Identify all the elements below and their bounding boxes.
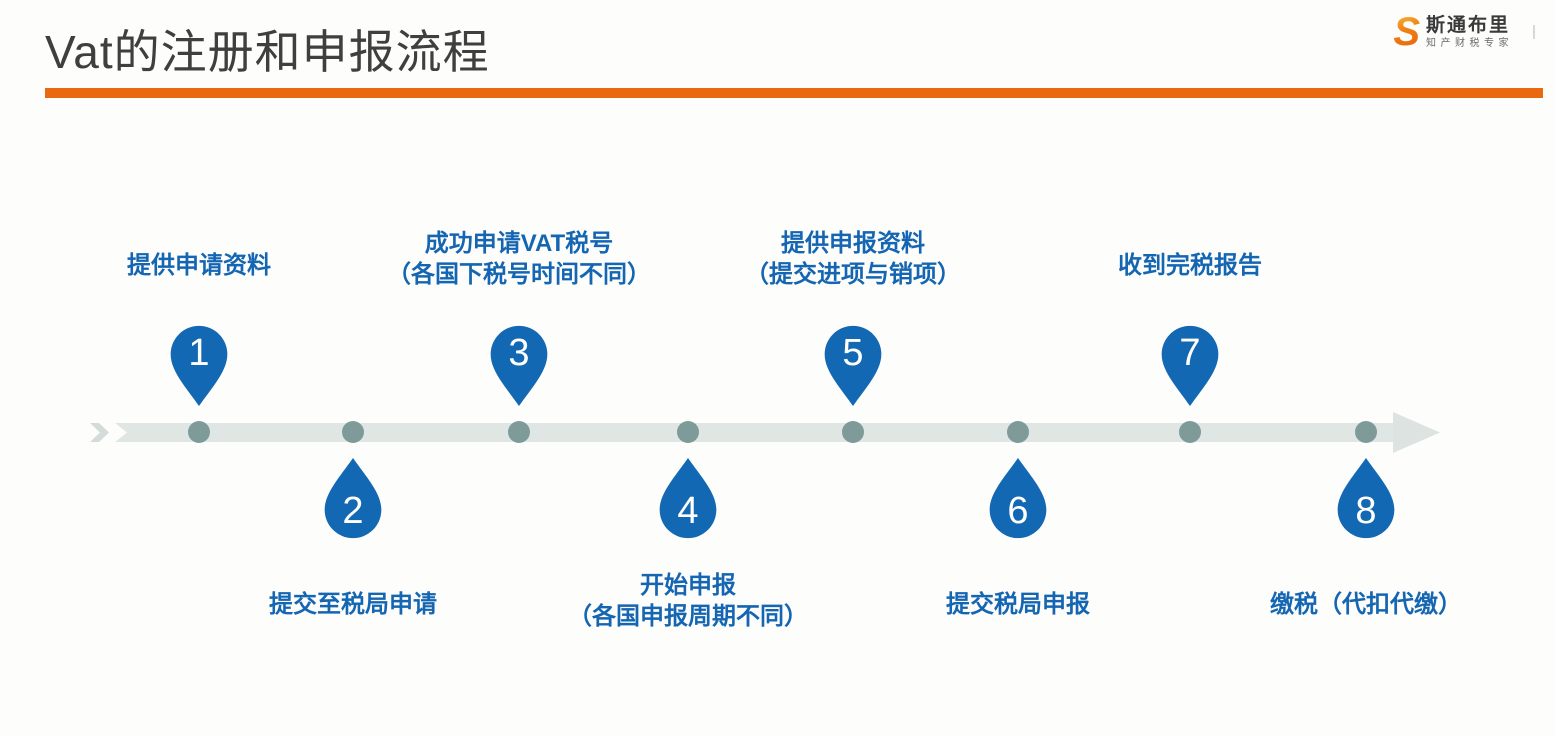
map-pin-up-icon [989,457,1047,539]
map-pin-down-icon [170,325,228,407]
map-pin-down-icon [490,325,548,407]
page-title: Vat的注册和申报流程 [45,26,490,78]
step-label-4: 开始申报 （各国申报周期不同） [568,572,808,630]
timeline-dot-5 [842,421,864,443]
pin-step-8: 8 [1334,456,1398,542]
step-label-7: 收到完税报告 [1118,252,1262,279]
pin-step-3: 3 [487,322,551,408]
map-pin-up-icon [324,457,382,539]
timeline-dot-7 [1179,421,1201,443]
logo-brand-name: 斯通布里 [1426,14,1511,36]
step-label-1: 提供申请资料 [127,252,271,279]
pin-step-7: 7 [1158,322,1222,408]
logo-tagline: 知产财税专家 [1426,37,1513,49]
pin-number: 1 [188,332,210,374]
pin-step-5: 5 [821,322,885,408]
step-label-8: 缴税（代扣代缴） [1270,591,1462,618]
timeline-dot-6 [1007,421,1029,443]
timeline-arrow [90,412,1440,453]
pin-number: 4 [677,490,699,532]
pin-step-4: 4 [656,456,720,542]
logo-divider [1533,25,1535,39]
timeline-arrowhead-icon [1393,412,1440,453]
step-label-3: 成功申请VAT税号 （各国下税号时间不同） [387,230,651,288]
step-label-5: 提供申报资料 （提交进项与销项） [745,230,961,288]
timeline-dot-1 [188,421,210,443]
timeline-dot-4 [677,421,699,443]
map-pin-up-icon [1337,457,1395,539]
map-pin-down-icon [1161,325,1219,407]
pin-step-1: 1 [167,322,231,408]
map-pin-up-icon [659,457,717,539]
step-label-2: 提交至税局申请 [269,591,437,618]
logo-s-icon: S [1393,10,1420,54]
pin-number: 2 [342,490,364,532]
timeline-dot-8 [1355,421,1377,443]
pin-number: 3 [508,332,530,374]
pin-step-2: 2 [321,456,385,542]
timeline-start-chevron [90,423,109,442]
step-label-6: 提交税局申报 [946,591,1090,618]
map-pin-down-icon [824,325,882,407]
pin-number: 5 [842,332,864,374]
timeline-band [115,423,1393,442]
pin-number: 7 [1179,332,1201,374]
pin-number: 6 [1007,490,1029,532]
company-logo: S 斯通布里 知产财税专家 [1393,12,1535,52]
pin-step-6: 6 [986,456,1050,542]
timeline-dot-2 [342,421,364,443]
timeline-dot-3 [508,421,530,443]
title-underline [45,88,1543,98]
pin-number: 8 [1355,490,1377,532]
